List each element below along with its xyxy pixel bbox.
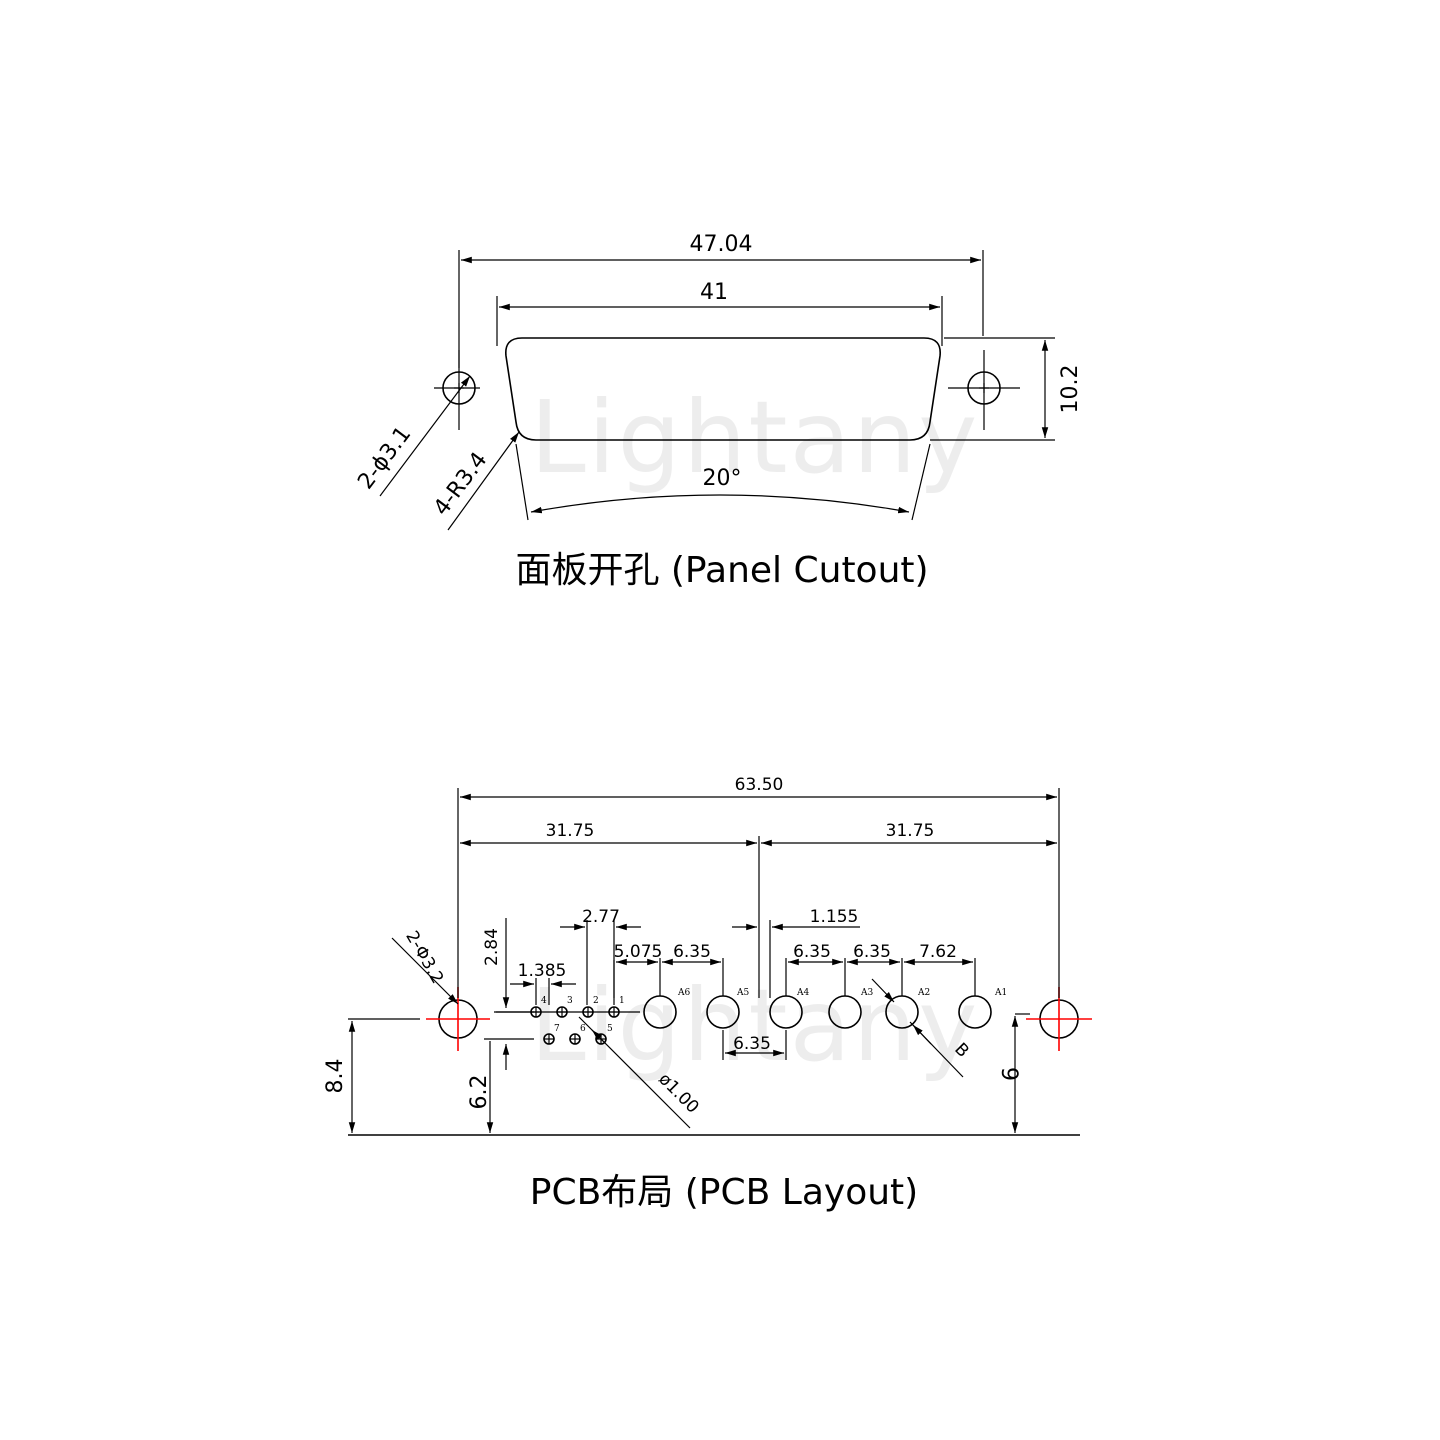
pcb-layout-title: PCB布局 (PCB Layout): [530, 1172, 918, 1213]
svg-text:6: 6: [580, 1024, 586, 1034]
dim-2-77: 2.77: [582, 907, 620, 927]
svg-text:1: 1: [619, 996, 625, 1006]
dim-panel-holes: 2-ϕ3.1: [353, 422, 416, 494]
svg-text:5: 5: [607, 1024, 613, 1034]
dim-half-left: 31.75: [546, 821, 595, 841]
dim-angle-arc: [530, 494, 910, 514]
watermark-pcb: Lightany: [530, 967, 979, 1084]
dim-5-075: 5.075: [614, 942, 663, 962]
dim-height: 10.2: [1058, 365, 1083, 414]
dim-6-35-c: 6.35: [853, 942, 891, 962]
svg-text:2: 2: [593, 996, 599, 1006]
dim-angle: 20°: [703, 466, 742, 491]
signal-pin-6: 6: [569, 1024, 586, 1045]
signal-pin-7: 7: [543, 1024, 560, 1045]
dim-6-2: 6.2: [467, 1075, 492, 1110]
svg-text:A3: A3: [860, 988, 873, 998]
dim-2-84: 2.84: [482, 928, 502, 966]
pcb-layout-view: Lightany 63.50 31.75 31.75 2.77: [323, 775, 1092, 1213]
watermark: Lightany: [530, 379, 979, 496]
svg-text:A1: A1: [994, 988, 1007, 998]
dim-pcb-overall: 63.50: [735, 775, 784, 795]
svg-text:A2: A2: [917, 988, 930, 998]
dim-9: 9: [996, 1067, 1021, 1081]
signal-pin-3: 3: [556, 996, 573, 1018]
dim-half-right: 31.75: [886, 821, 935, 841]
panel-cutout-title: 面板开孔 (Panel Cutout): [515, 550, 928, 591]
dim-6-35-b: 6.35: [793, 942, 831, 962]
signal-pin-1: 1: [608, 996, 625, 1018]
svg-text:3: 3: [567, 996, 573, 1006]
dim-7-62: 7.62: [919, 942, 957, 962]
dim-panel-radius: 4-R3.4: [429, 448, 492, 521]
svg-text:A4: A4: [796, 988, 809, 998]
dim-6-35-a: 6.35: [673, 942, 711, 962]
dim-pcb-holes: 2-Φ3.2: [401, 928, 447, 988]
dim-6-35-bottom: 6.35: [733, 1034, 771, 1054]
signal-pin-2: 2: [582, 996, 599, 1018]
dim-1-385: 1.385: [518, 961, 567, 981]
panel-mounting-hole-left: [434, 350, 480, 430]
svg-text:4: 4: [541, 996, 547, 1006]
dim-inner-width: 41: [700, 280, 728, 305]
dim-1-155: 1.155: [810, 907, 859, 927]
svg-text:A5: A5: [736, 988, 749, 998]
svg-text:7: 7: [554, 1024, 560, 1034]
dim-8-4: 8.4: [323, 1059, 348, 1094]
signal-pin-4: 4: [530, 996, 547, 1018]
panel-mounting-hole-right: [948, 350, 1020, 430]
dim-overall-width: 47.04: [690, 232, 753, 257]
panel-cutout-view: Lightany 47.04 41: [353, 232, 1083, 591]
svg-text:A6: A6: [677, 988, 690, 998]
panel-d-cutout-outline: [505, 337, 941, 441]
